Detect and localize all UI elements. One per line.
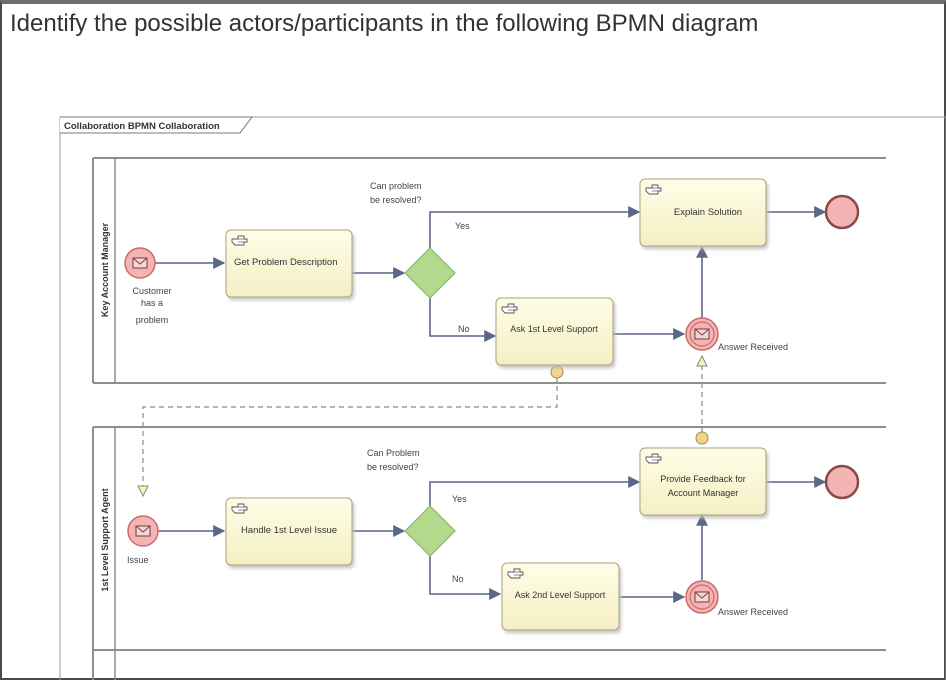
- task-label: Explain Solution: [674, 207, 742, 218]
- task-provide-feedback: Provide Feedback for Account Manager: [639, 447, 767, 516]
- start-event-label-2: has a: [141, 298, 163, 308]
- task-ask-2nd-level-support: Ask 2nd Level Support: [501, 562, 620, 631]
- collaboration-frame: [59, 116, 946, 680]
- gateway-question-2: be resolved?: [367, 462, 419, 472]
- task-label: Ask 1st Level Support: [510, 324, 598, 334]
- pool-support-agent: 1st Level Support Agent: [92, 426, 886, 680]
- gateway-bottom: Can Problem be resolved? Yes No: [367, 448, 467, 584]
- envelope-icon: [132, 257, 148, 269]
- task-ask-1st-level-support: Ask 1st Level Support: [495, 297, 614, 366]
- gateway-no: No: [458, 324, 470, 334]
- start-event-label-1: Customer: [132, 286, 171, 296]
- task-label-2: Account Manager: [668, 488, 739, 498]
- task-label: Ask 2nd Level Support: [515, 590, 606, 600]
- pool-key-account-manager: Key Account Manager: [92, 157, 886, 384]
- start-event-customer: Customer has a problem: [124, 247, 172, 325]
- event-label: Answer Received: [718, 607, 788, 617]
- event-label: Answer Received: [718, 342, 788, 352]
- envelope-icon: [135, 525, 151, 537]
- sequence-flows-top: [155, 206, 827, 342]
- gateway-yes: Yes: [455, 221, 470, 231]
- task-get-problem-description: Get Problem Description: [225, 229, 353, 298]
- question-text: Identify the possible actors/participant…: [10, 10, 759, 37]
- start-event-label-3: problem: [136, 315, 169, 325]
- gateway-no: No: [452, 574, 464, 584]
- envelope-icon: [694, 328, 710, 340]
- task-handle-1st-level-issue: Handle 1st Level Issue: [225, 497, 353, 566]
- task-label: Handle 1st Level Issue: [241, 525, 337, 536]
- task-label: Get Problem Description: [234, 257, 337, 268]
- task-label-1: Provide Feedback for: [660, 474, 746, 484]
- gateway-question-1: Can Problem: [367, 448, 420, 458]
- message-event-answer-received-bottom: Answer Received: [685, 580, 788, 617]
- gateway-question-1: Can problem: [370, 181, 422, 191]
- frame-title-tab: [60, 116, 253, 134]
- message-flows: [143, 356, 702, 496]
- end-event-top: [824, 194, 860, 230]
- message-event-answer-received-top: Answer Received: [685, 317, 788, 352]
- gateway-yes: Yes: [452, 494, 467, 504]
- message-source-feedback: [695, 431, 709, 445]
- gateway-question-2: be resolved?: [370, 195, 422, 205]
- task-explain-solution: Explain Solution: [639, 178, 767, 247]
- lane-label-key-account-manager: Key Account Manager: [100, 222, 110, 317]
- lane-label-support-agent: 1st Level Support Agent: [100, 488, 110, 591]
- message-source-ask-support: [550, 365, 564, 379]
- sequence-flows-bottom: [158, 476, 827, 603]
- start-event-label: Issue: [127, 555, 149, 565]
- frame-title: Collaboration BPMN Collaboration: [64, 121, 220, 132]
- end-event-bottom: [824, 464, 860, 500]
- envelope-icon: [694, 591, 710, 603]
- start-event-issue: Issue: [127, 515, 159, 565]
- gateway-top: Can problem be resolved? Yes No: [370, 181, 470, 334]
